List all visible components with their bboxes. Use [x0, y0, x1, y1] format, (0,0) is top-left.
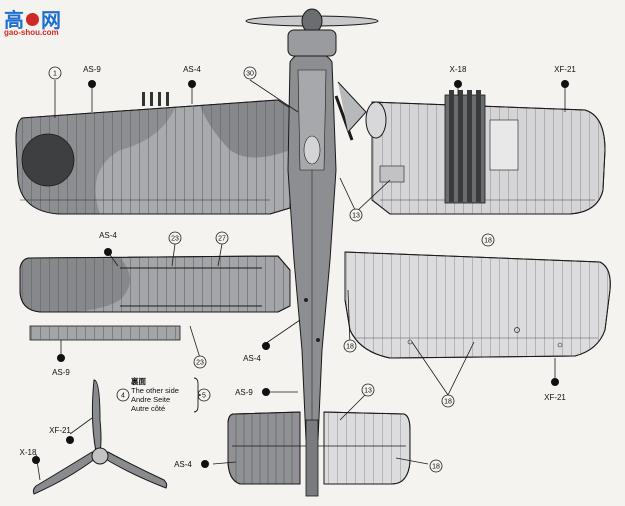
watermark-brand-net: 网	[41, 10, 61, 32]
part-number-13: 13	[352, 213, 360, 220]
nose-propeller-top	[245, 8, 379, 57]
part-number-18: 18	[484, 238, 492, 245]
paint-code-as4: AS-4	[174, 460, 192, 469]
paint-code-as9: AS-9	[52, 368, 70, 377]
part-number-23: 23	[171, 236, 179, 243]
part-number-30: 30	[246, 71, 254, 78]
lower-wing-right	[344, 251, 611, 359]
paint-code-as4: AS-4	[183, 65, 201, 74]
other-side-kanji: 裏面	[131, 377, 146, 386]
part-number-18: 18	[432, 464, 440, 471]
part-number-18: 18	[346, 344, 354, 351]
other-side-de: Andre Seite	[131, 395, 171, 404]
watermark-ball-icon	[26, 13, 39, 26]
paint-code-as9: AS-9	[235, 388, 253, 397]
part-number-13: 13	[364, 388, 372, 395]
paint-code-xf21: XF-21	[544, 393, 566, 402]
part-number-5: 5	[202, 393, 206, 400]
tailplane	[227, 411, 411, 497]
color-dots	[32, 80, 569, 468]
upper-wing-left	[15, 92, 291, 215]
part-number-23: 23	[196, 360, 204, 367]
paint-code-xf21: XF-21	[49, 426, 71, 435]
other-side-fr: Autre côté	[131, 404, 166, 413]
paint-code-as4: AS-4	[243, 354, 261, 363]
watermark-brand-main: 高	[4, 10, 24, 32]
part-number-27: 27	[218, 236, 226, 243]
watermark-logo: 高网	[4, 4, 61, 33]
paint-code-as4: AS-4	[99, 231, 117, 240]
other-side-note: 裏面 The other side Andre Seite Autre côté	[131, 377, 179, 413]
propeller-detail	[32, 379, 168, 495]
paint-code-as9: AS-9	[83, 65, 101, 74]
lower-wing-left	[19, 255, 291, 341]
part-number-4: 4	[121, 393, 125, 400]
roundel	[21, 133, 75, 187]
part-number-18: 18	[444, 399, 452, 406]
part-circles	[48, 66, 495, 473]
paint-code-x18: X-18	[450, 65, 467, 74]
other-side-en: The other side	[131, 386, 179, 395]
upper-wing-right	[371, 90, 606, 215]
paint-code-x18: X-18	[20, 448, 37, 457]
paint-code-xf21: XF-21	[554, 65, 576, 74]
part-number-1: 1	[53, 71, 57, 78]
watermark-site: gao-shou.com	[4, 28, 59, 37]
